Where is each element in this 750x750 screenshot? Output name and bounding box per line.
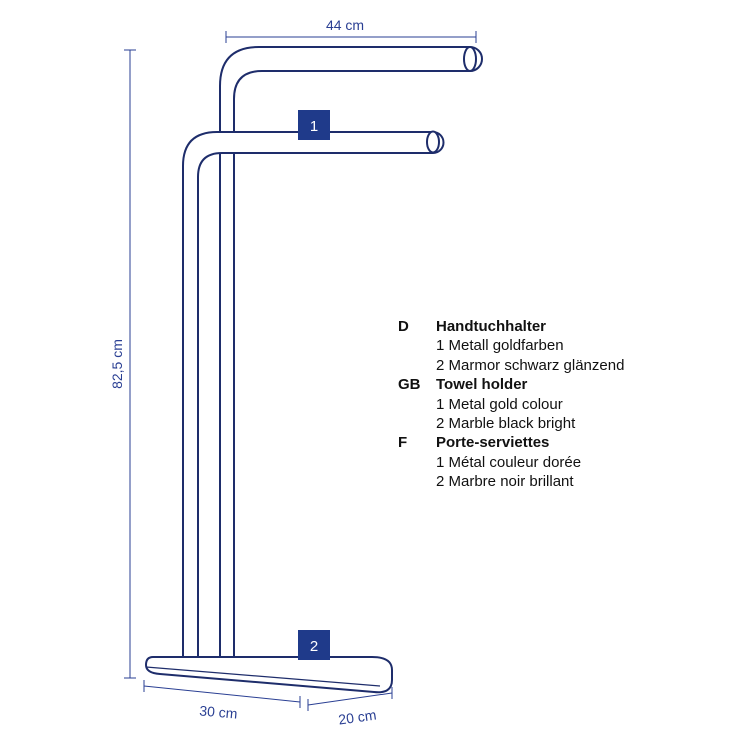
legend-title: Porte-serviettes [436,434,550,452]
legend-item: 2 Marbre noir brillant [436,473,574,491]
legend-item: 1 Metal gold colour [436,395,563,413]
legend-item: 2 Marmor schwarz glänzend [436,356,625,374]
dimension-top-width: 44 cm [225,17,477,43]
dimension-label-width-top: 44 cm [326,17,364,33]
marble-base-edge [145,666,381,687]
legend-block-gb: GB Towel holder 1 Metal gold colour 2 Ma… [398,375,624,433]
marble-base [145,656,393,694]
legend-title: Handtuchhalter [436,318,547,335]
legend-item: 1 Métal couleur dorée [436,453,582,471]
legend-code: D [398,318,409,335]
legend-item: 2 Marble black bright [436,415,576,433]
dimension-line [307,692,393,706]
legend-title: Towel holder [436,376,528,394]
legend-block-de: D Handtuchhalter 1 Metall goldfarben 2 M… [398,317,624,375]
legend-block-fr: F Porte-serviettes 1 Métal couleur dorée… [398,433,624,491]
dimension-line [143,685,301,703]
legend-code: F [398,434,408,452]
badge-label: 2 [310,638,318,655]
badge-box [298,630,330,660]
front-bar-end-cap [426,130,440,154]
legend-item: 1 Metall goldfarben [436,337,564,355]
legend: D Handtuchhalter 1 Metall goldfarben 2 M… [398,317,624,492]
dimension-label-base-width: 30 cm [199,702,238,721]
rear-bar [219,46,483,656]
rear-bar-end-cap [463,46,477,72]
dimension-base-depth: 20 cm [307,687,393,728]
dimension-height: 82,5 cm [109,49,136,679]
dimension-base-width: 30 cm [143,680,301,722]
badge-label: 1 [310,118,318,135]
dimension-label-base-depth: 20 cm [337,706,377,727]
badge-1: 1 [298,110,330,140]
front-bar [182,131,445,658]
badge-box [298,110,330,140]
badge-2: 2 [298,630,330,660]
legend-code: GB [398,376,421,394]
dimension-label-height: 82,5 cm [109,339,125,389]
